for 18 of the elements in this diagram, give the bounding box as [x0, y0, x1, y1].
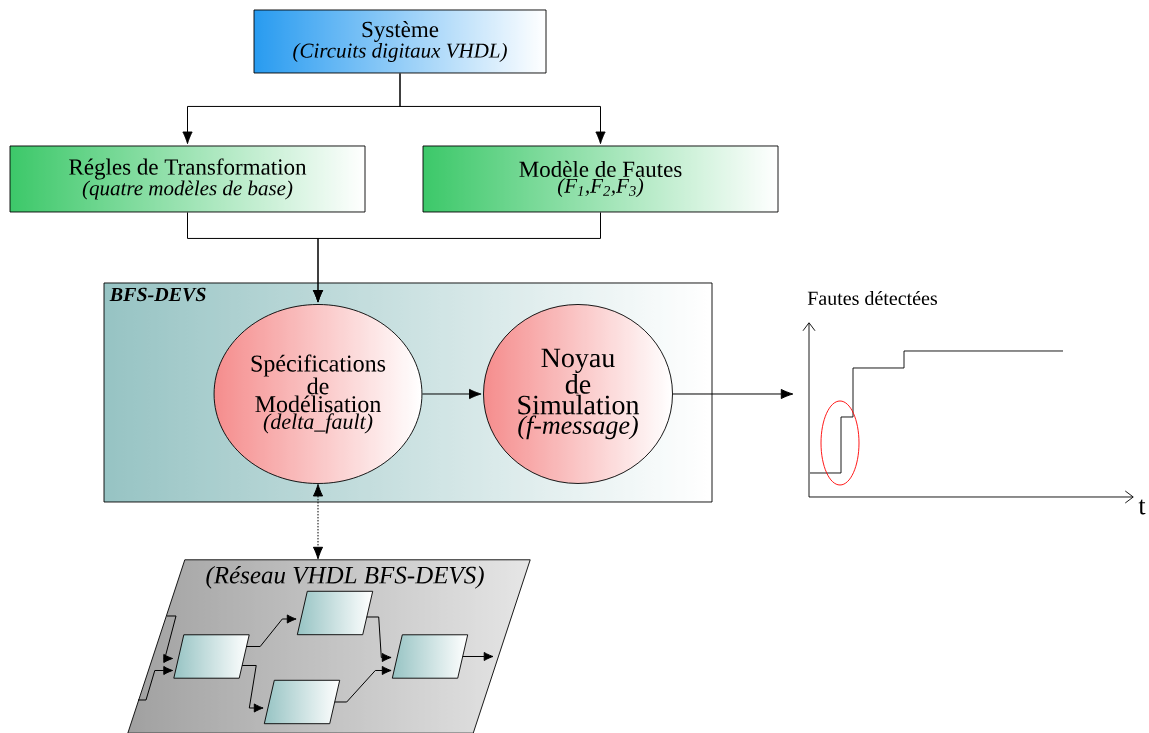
arrow [366, 616, 392, 663]
arrow [137, 665, 174, 701]
arrow [241, 665, 264, 713]
arrow [245, 614, 297, 647]
arrow [312, 483, 324, 560]
arrow [312, 211, 601, 303]
arrow [672, 388, 794, 400]
process-box: Régles de Transformation (quatre modèles de base) [9, 145, 366, 213]
process-box: Système (Circuits digitaux VHDL) [253, 9, 547, 74]
axis-label: t [1138, 499, 1146, 515]
arrow [334, 665, 392, 703]
arrow [163, 615, 177, 664]
arrow [462, 651, 494, 662]
process-box: Modèle de Fautes (F$_{1}$,F$_{2}$,F$_{3}$) [422, 145, 779, 213]
arrow [421, 388, 482, 400]
step-chart-drawing [802, 322, 1134, 504]
axis-label: Fautes détectées [807, 290, 937, 306]
arrow [399, 72, 606, 145]
